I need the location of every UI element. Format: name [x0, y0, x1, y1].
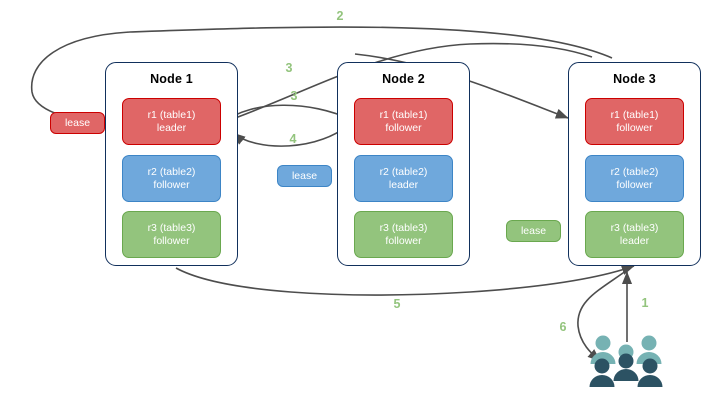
replica-line2: leader [619, 234, 650, 247]
node-title: Node 1 [150, 72, 193, 86]
node-title: Node 3 [613, 72, 656, 86]
node-title: Node 2 [382, 72, 425, 86]
step-label-5: 5 [393, 297, 401, 311]
step-label-6: 6 [559, 320, 567, 334]
step-label-1: 1 [641, 296, 649, 310]
replica-line1: r3 (table3) [147, 221, 196, 234]
replica-n1r2[interactable]: r2 (table2) follower [122, 155, 221, 202]
edge-step-3-lower [223, 104, 353, 123]
replica-n1r1[interactable]: r1 (table1) leader [122, 98, 221, 145]
lease-badge-blue[interactable]: lease [277, 165, 332, 187]
step-label-2: 2 [336, 9, 344, 23]
lease-badge-red[interactable]: lease [50, 112, 105, 134]
replica-line2: leader [156, 121, 187, 134]
replica-line2: leader [388, 178, 419, 191]
replica-n1r3[interactable]: r3 (table3) follower [122, 211, 221, 258]
replica-n2r3[interactable]: r3 (table3) follower [354, 211, 453, 258]
replica-n3r2[interactable]: r2 (table2) follower [585, 155, 684, 202]
edge-step-5 [175, 265, 635, 296]
replica-line1: r3 (table3) [379, 221, 428, 234]
replica-line1: r2 (table2) [610, 165, 659, 178]
replica-line1: r1 (table1) [610, 108, 659, 121]
step-label-3-upper: 3 [285, 61, 293, 75]
users-group-icon [589, 335, 663, 387]
replica-n2r1[interactable]: r1 (table1) follower [354, 98, 453, 145]
replica-n3r1[interactable]: r1 (table1) follower [585, 98, 684, 145]
lease-badge-green[interactable]: lease [506, 220, 561, 242]
replica-line2: follower [385, 234, 422, 247]
replica-n2r2[interactable]: r2 (table2) leader [354, 155, 453, 202]
replica-line2: follower [616, 178, 653, 191]
step-label-4: 4 [289, 132, 297, 146]
replica-line1: r2 (table2) [147, 165, 196, 178]
replica-line1: r2 (table2) [379, 165, 428, 178]
step-label-3-lower: 3 [290, 89, 298, 103]
replica-line2: follower [616, 121, 653, 134]
replica-line2: follower [153, 178, 190, 191]
replica-line1: r3 (table3) [610, 221, 659, 234]
replica-line2: follower [385, 121, 422, 134]
replica-line2: follower [153, 234, 190, 247]
replica-n3r3[interactable]: r3 (table3) leader [585, 211, 684, 258]
replica-line1: r1 (table1) [147, 108, 196, 121]
replica-line1: r1 (table1) [379, 108, 428, 121]
